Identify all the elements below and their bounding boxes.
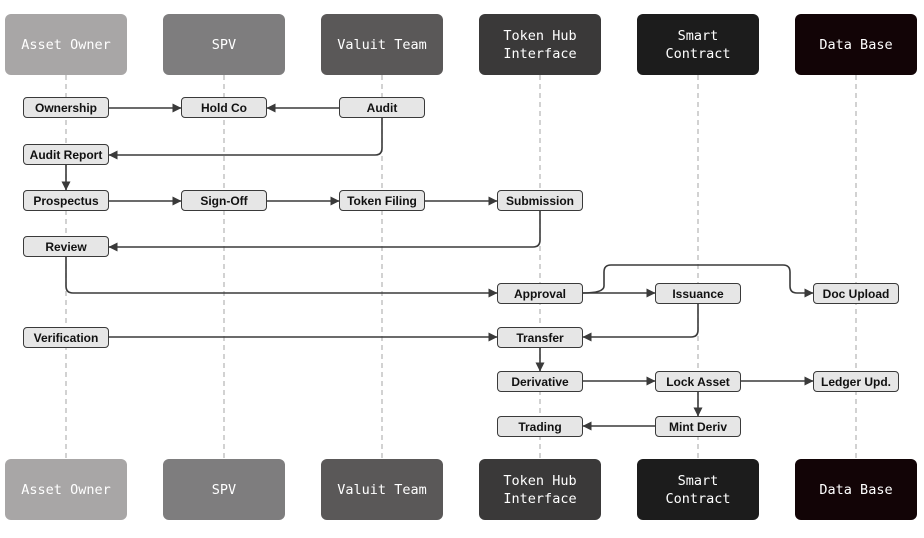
lane-header-asset-owner-top: Asset Owner bbox=[5, 14, 127, 75]
lane-header-data-base-bottom: Data Base bbox=[795, 459, 917, 520]
step-doc-upload: Doc Upload bbox=[813, 283, 899, 304]
step-hold-co: Hold Co bbox=[181, 97, 267, 118]
step-token-filing: Token Filing bbox=[339, 190, 425, 211]
arrow-approval-to-doc-upload bbox=[582, 264, 814, 298]
step-sign-off: Sign-Off bbox=[181, 190, 267, 211]
step-audit-report: Audit Report bbox=[23, 144, 109, 165]
lane-header-smart-contract-bottom: Smart Contract bbox=[637, 459, 759, 520]
step-ownership: Ownership bbox=[23, 97, 109, 118]
step-review: Review bbox=[23, 236, 109, 257]
arrow-submission-to-review bbox=[108, 211, 541, 252]
step-audit: Audit bbox=[339, 97, 425, 118]
step-trading: Trading bbox=[497, 416, 583, 437]
arrow-audit-to-audit-report bbox=[108, 118, 383, 160]
lane-header-valuit-team-top: Valuit Team bbox=[321, 14, 443, 75]
step-prospectus: Prospectus bbox=[23, 190, 109, 211]
lane-header-spv-bottom: SPV bbox=[163, 459, 285, 520]
step-verification: Verification bbox=[23, 327, 109, 348]
step-transfer: Transfer bbox=[497, 327, 583, 348]
step-approval: Approval bbox=[497, 283, 583, 304]
lane-header-token-hub-bottom: Token Hub Interface bbox=[479, 459, 601, 520]
step-derivative: Derivative bbox=[497, 371, 583, 392]
lane-header-spv-top: SPV bbox=[163, 14, 285, 75]
step-lock-asset: Lock Asset bbox=[655, 371, 741, 392]
arrow-review-to-approval bbox=[65, 257, 498, 298]
lane-header-data-base-top: Data Base bbox=[795, 14, 917, 75]
lane-header-valuit-team-bottom: Valuit Team bbox=[321, 459, 443, 520]
step-issuance: Issuance bbox=[655, 283, 741, 304]
lane-header-asset-owner-bottom: Asset Owner bbox=[5, 459, 127, 520]
step-submission: Submission bbox=[497, 190, 583, 211]
step-ledger-upd: Ledger Upd. bbox=[813, 371, 899, 392]
lane-header-token-hub-top: Token Hub Interface bbox=[479, 14, 601, 75]
step-mint-deriv: Mint Deriv bbox=[655, 416, 741, 437]
lane-header-smart-contract-top: Smart Contract bbox=[637, 14, 759, 75]
arrow-issuance-to-transfer bbox=[582, 303, 699, 342]
